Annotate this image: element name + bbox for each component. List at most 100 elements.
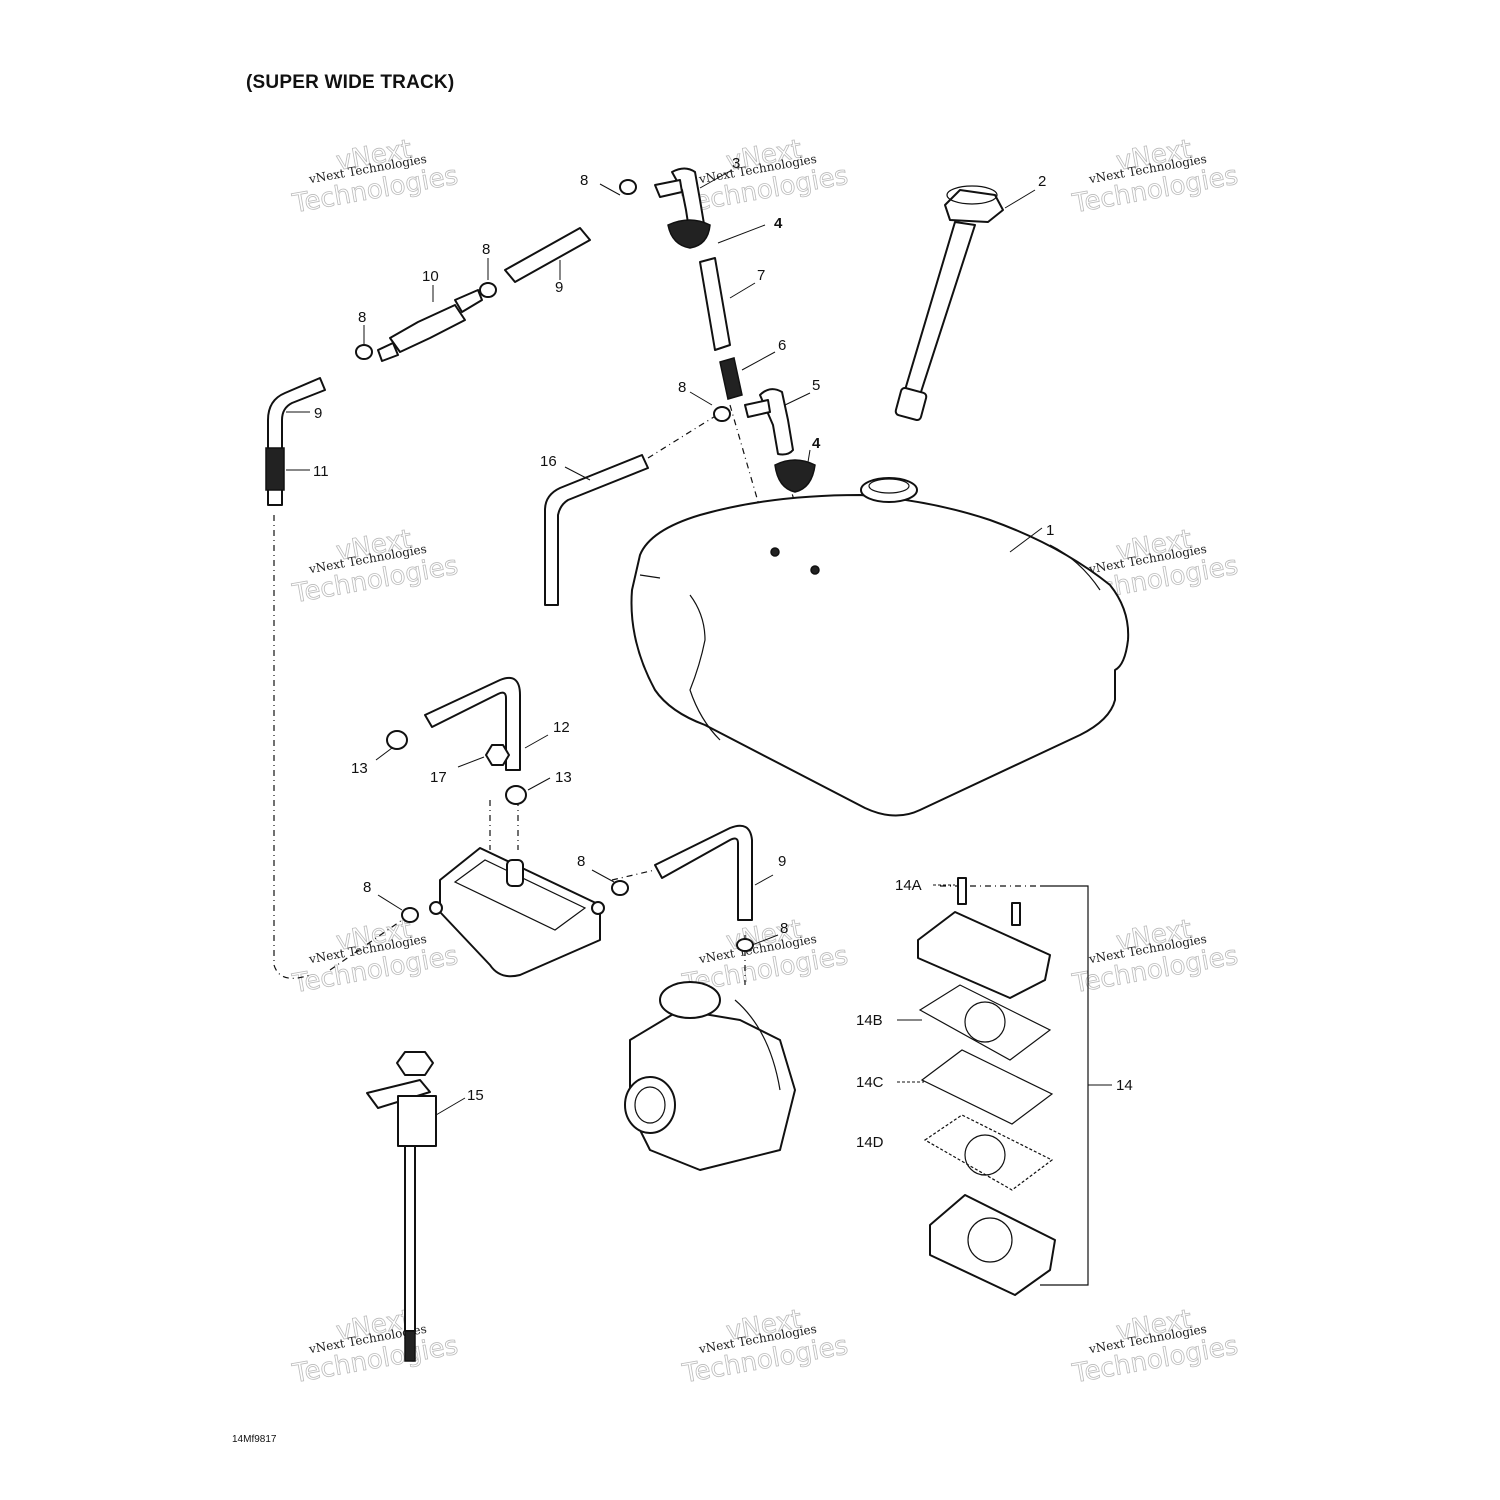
gauge-rod — [904, 221, 976, 396]
watermark: vNext vNext Technologies Technologies — [289, 914, 460, 1000]
carburetor[interactable] — [624, 981, 796, 1171]
pickup-tube[interactable] — [699, 257, 731, 351]
leader-line — [599, 183, 621, 196]
callout-label: 8 — [678, 379, 686, 396]
tank-filler-neck — [860, 477, 918, 503]
leader-line — [377, 894, 403, 911]
leader-line — [717, 224, 766, 244]
pump-port — [429, 901, 443, 915]
fuel-line-left[interactable] — [267, 377, 326, 506]
gasket-d-hole — [964, 1134, 1006, 1176]
leader-line — [1004, 189, 1036, 209]
leader-line — [807, 449, 811, 463]
pump-top — [453, 859, 587, 931]
leader-line — [751, 934, 779, 946]
fuel-line-lower[interactable] — [654, 824, 753, 921]
gasket-b-hole — [964, 1001, 1006, 1043]
clamp[interactable] — [355, 344, 373, 360]
primer-valve[interactable] — [366, 1051, 437, 1362]
impulse-hose[interactable] — [424, 676, 521, 771]
tank-contour — [1049, 544, 1101, 591]
grommet-lower[interactable] — [774, 459, 816, 493]
carb-bore — [624, 1076, 676, 1134]
elbow-nipple — [744, 399, 771, 418]
clamps — [355, 179, 754, 952]
primer-lever — [366, 1079, 431, 1109]
fuel-pump-kit[interactable] — [917, 877, 1112, 1296]
fuel-gauge-sender[interactable] — [894, 185, 1004, 421]
watermark: vNext vNext Technologies Technologies — [289, 1304, 460, 1390]
tank-port — [770, 547, 780, 557]
tank-contour — [689, 594, 721, 741]
callout-label: 4 — [774, 215, 783, 232]
carb-bore-inner — [634, 1086, 666, 1124]
assembly-line — [273, 515, 311, 979]
elbow-fitting-upper[interactable] — [654, 167, 706, 238]
pump-base — [929, 1194, 1056, 1296]
callout-label: 8 — [358, 309, 366, 326]
vent-hose[interactable] — [544, 454, 649, 606]
tank-contour — [639, 574, 661, 579]
callout-label: 16 — [540, 453, 557, 470]
leader-line — [754, 874, 774, 886]
leader-line — [741, 351, 776, 371]
fuel-pump-body[interactable] — [429, 847, 605, 978]
tank-filler-neck-inner — [868, 478, 910, 494]
callout-label: 13 — [555, 769, 572, 786]
clamp[interactable] — [611, 880, 629, 896]
nut[interactable] — [485, 744, 510, 766]
filter-outlet — [454, 289, 483, 313]
fuel-tank[interactable] — [630, 477, 1130, 817]
leader-lines — [286, 169, 1043, 1116]
clamp[interactable] — [619, 179, 637, 195]
callout-label: 12 — [553, 719, 570, 736]
callout-labels: 1 2 3 4 4 5 6 7 8 8 8 8 8 8 8 9 9 9 10 1… — [313, 155, 1133, 1151]
primer-body — [397, 1095, 437, 1147]
callout-label: 9 — [778, 853, 786, 870]
callout-label: 17 — [430, 769, 447, 786]
clamp[interactable] — [736, 938, 754, 952]
leader-line — [729, 282, 756, 299]
fuel-filter[interactable] — [377, 289, 483, 362]
strainer[interactable] — [719, 357, 743, 400]
grommet-upper[interactable] — [667, 219, 711, 249]
watermark: vNext vNext Technologies Technologies — [1069, 1304, 1240, 1390]
primer-nut — [396, 1051, 434, 1076]
filter-body — [389, 304, 466, 353]
gauge-float — [894, 387, 928, 421]
callout-label: 7 — [757, 267, 765, 284]
elbow-body — [759, 388, 794, 456]
kit-bracket — [1040, 885, 1089, 1286]
spring-guard[interactable] — [265, 447, 285, 491]
callout-label: 14A — [895, 877, 922, 894]
leader-line — [1009, 527, 1043, 553]
assembly-line — [329, 917, 406, 971]
primer-stem — [404, 1145, 416, 1332]
pump-base-chamber — [967, 1217, 1013, 1263]
filter-inlet — [377, 342, 399, 362]
clip[interactable] — [386, 730, 408, 750]
clamp[interactable] — [479, 282, 497, 298]
figure-code: 14Mf9817 — [232, 1434, 277, 1445]
leader-line — [699, 169, 733, 189]
callout-label: 11 — [313, 463, 329, 480]
callout-label: 14 — [1116, 1077, 1133, 1094]
pump-port — [591, 901, 605, 915]
pump-screw — [1011, 902, 1021, 926]
callout-label: 14D — [856, 1134, 884, 1151]
leader-line — [564, 466, 591, 481]
leader-line — [689, 391, 713, 406]
watermarks: vNext vNext Technologies Technologies vN… — [289, 134, 1240, 1390]
watermark: vNext vNext Technologies Technologies — [679, 1304, 850, 1390]
leader-line — [375, 747, 393, 761]
watermark: vNext vNext Technologies Technologies — [1069, 914, 1240, 1000]
callout-label: 9 — [555, 279, 563, 296]
elbow-fitting-lower[interactable] — [744, 388, 794, 456]
watermark: vNext vNext Technologies Technologies — [289, 524, 460, 610]
gauge-dial — [946, 185, 998, 205]
clamp[interactable] — [401, 907, 419, 923]
fuel-line-upper[interactable] — [504, 227, 591, 283]
clamp[interactable] — [713, 406, 731, 422]
clip[interactable] — [505, 785, 527, 805]
